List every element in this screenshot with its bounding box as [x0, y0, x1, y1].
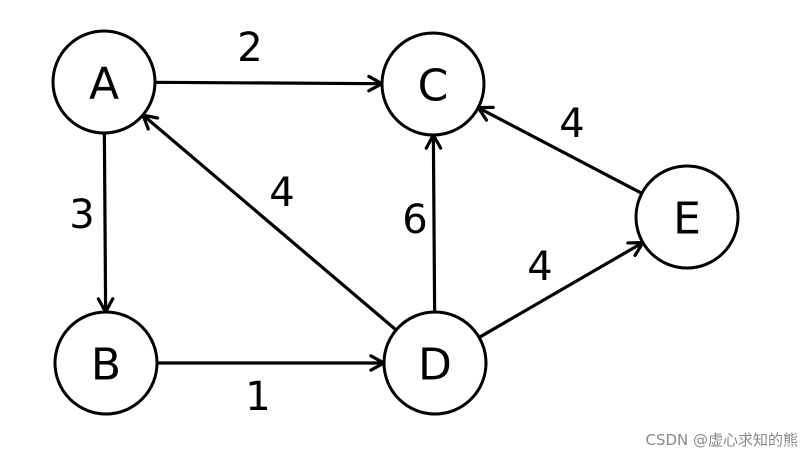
node-label: C: [418, 61, 449, 112]
csdn-watermark: CSDN @虚心求知的熊: [645, 431, 798, 449]
node-b: B: [53, 310, 159, 416]
edge-line: [476, 106, 644, 195]
edge-weight-a-c: 2: [237, 25, 262, 71]
edge-line: [141, 113, 398, 332]
edge-weight-b-d: 1: [245, 374, 270, 420]
edge-d-a: [141, 113, 398, 332]
node-circle: [51, 29, 157, 135]
edge-weight-d-e: 4: [527, 244, 552, 290]
edge-d-e: [477, 240, 645, 340]
edge-line: [477, 240, 645, 340]
node-label: A: [89, 59, 119, 110]
nodes-layer: A B C D E: [51, 29, 740, 416]
edge-weight-a-b: 3: [69, 192, 94, 238]
edge-b-d: [155, 354, 386, 372]
edge-d-c: [424, 133, 443, 314]
edge-a-b: [96, 131, 115, 314]
node-a: A: [51, 29, 157, 135]
node-label: D: [418, 340, 452, 391]
edge-a-c: [153, 74, 384, 93]
node-circle: [53, 310, 159, 416]
node-d: D: [382, 310, 488, 416]
edge-weight-d-a: 4: [269, 170, 294, 216]
node-circle: [380, 31, 486, 137]
node-label: E: [673, 194, 701, 245]
weights-layer: 2 3 1 4 6 4 4: [69, 25, 584, 420]
node-label: B: [91, 340, 121, 391]
edge-weight-d-c: 6: [402, 197, 427, 243]
edge-line: [431, 133, 437, 314]
node-circle: [382, 310, 488, 416]
edge-line: [102, 131, 108, 314]
edge-weight-e-c: 4: [559, 101, 584, 147]
node-circle: [634, 164, 740, 270]
node-e: E: [634, 164, 740, 270]
node-c: C: [380, 31, 486, 137]
edge-line: [153, 80, 384, 86]
